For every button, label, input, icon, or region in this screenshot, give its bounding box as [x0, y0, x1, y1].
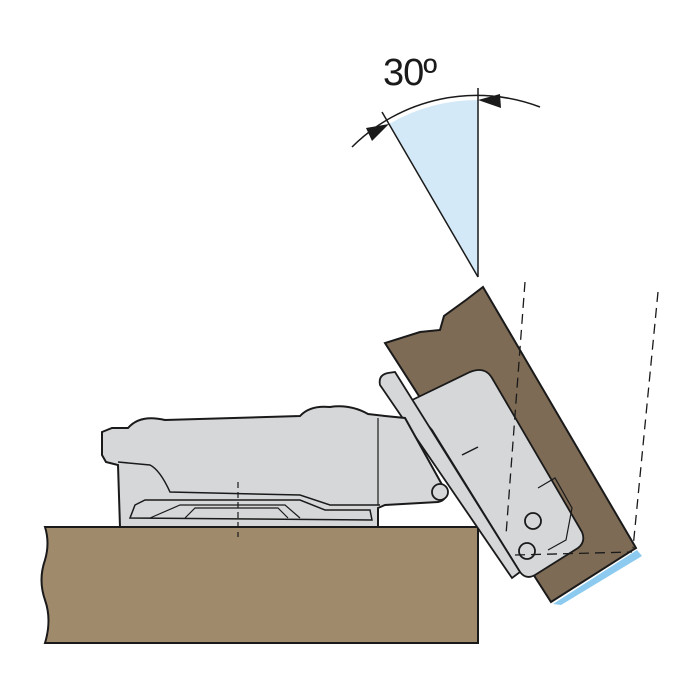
dashed-line-bottom — [514, 551, 633, 556]
dashed-line-outer — [632, 291, 659, 549]
angle-label: 30º — [383, 52, 437, 94]
mounting-base-detail — [149, 504, 301, 519]
arm-lower-contour — [117, 461, 380, 506]
cup-detail — [537, 477, 573, 551]
cabinet-panel — [40, 526, 479, 644]
dashed-line-inner — [505, 281, 526, 536]
door-angle-line — [381, 111, 479, 278]
arrowhead-left — [366, 124, 389, 141]
arm-slot — [461, 446, 479, 456]
hinge-mounting-plate — [378, 371, 522, 580]
arrowhead-right — [478, 94, 501, 108]
hinge-pivot — [431, 483, 449, 501]
angle-sector — [389, 100, 478, 277]
door-edge-highlight — [553, 550, 642, 605]
cup-screw-bottom — [518, 542, 536, 560]
cup-screw-top — [524, 512, 542, 530]
hinge-arm — [101, 405, 447, 528]
